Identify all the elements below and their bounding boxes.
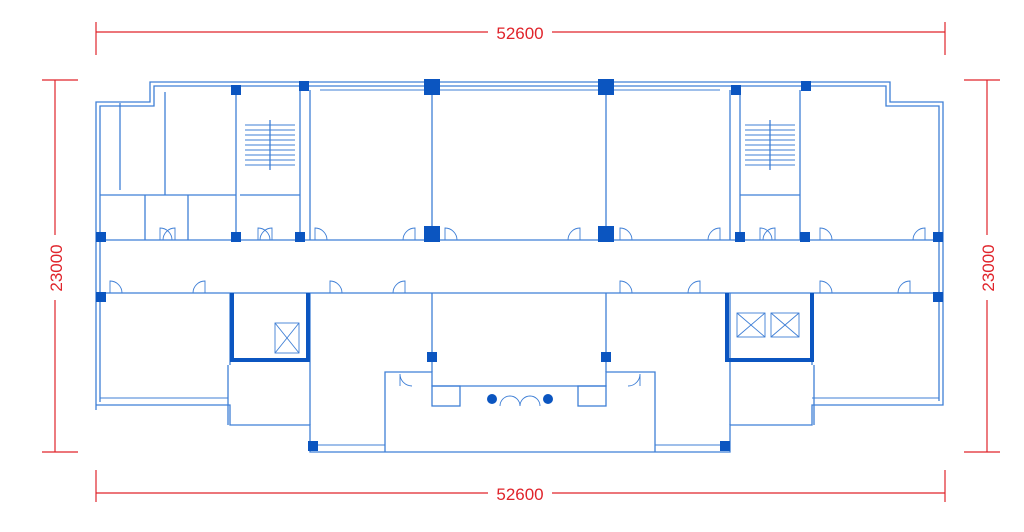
door-swing	[444, 227, 458, 241]
bottom-dimension-label: 52600	[496, 485, 543, 504]
stair-left	[245, 120, 295, 170]
column	[96, 232, 106, 242]
door-swing	[687, 280, 701, 294]
doors	[109, 227, 926, 387]
column	[424, 79, 440, 95]
door-swing	[192, 280, 206, 294]
column	[96, 292, 106, 302]
column	[295, 232, 305, 242]
stair-right	[745, 120, 795, 170]
column	[598, 226, 614, 242]
column	[601, 352, 611, 362]
door-swing	[707, 227, 721, 241]
door-swing	[109, 280, 123, 294]
door-swing	[762, 227, 776, 241]
door-swing	[259, 227, 273, 241]
column	[800, 232, 810, 242]
door-swing	[627, 373, 641, 387]
column	[598, 79, 614, 95]
column	[308, 441, 318, 451]
top-dimension-label: 52600	[496, 24, 543, 43]
door-swing	[619, 227, 633, 241]
column	[731, 85, 741, 95]
right-dimension-label: 23000	[979, 244, 998, 291]
elevator-core-left	[230, 293, 310, 362]
column	[801, 81, 811, 91]
column	[933, 232, 943, 242]
top-dimension: 52600	[95, 22, 946, 55]
door-swing	[759, 227, 773, 241]
exterior-walls	[95, 81, 944, 453]
main-entrance	[431, 385, 607, 407]
door-swing	[159, 227, 173, 241]
column	[933, 292, 943, 302]
door-swing	[162, 227, 176, 241]
door-swing	[399, 373, 413, 387]
door-swing	[619, 280, 633, 294]
door-swing	[392, 280, 406, 294]
column	[427, 352, 437, 362]
door-swing	[329, 280, 343, 294]
door-swing	[912, 227, 926, 241]
door-swing	[314, 227, 328, 241]
structural-columns	[96, 79, 943, 451]
left-dimension-label: 23000	[47, 244, 66, 291]
door-swing	[402, 227, 416, 241]
left-dimension: 23000	[42, 79, 78, 453]
door-swing	[257, 227, 271, 241]
elevator-core-right	[725, 293, 814, 362]
column	[735, 232, 745, 242]
door-swing	[567, 227, 581, 241]
right-dimension: 23000	[964, 79, 1000, 453]
door-swing	[819, 280, 833, 294]
door-swing	[819, 227, 833, 241]
column	[299, 81, 309, 91]
door-swing	[897, 280, 911, 294]
partitions	[100, 86, 815, 425]
column	[231, 85, 241, 95]
column	[720, 441, 730, 451]
bottom-dimension: 52600	[95, 470, 946, 504]
corridor	[96, 239, 943, 294]
column	[231, 232, 241, 242]
column	[424, 226, 440, 242]
